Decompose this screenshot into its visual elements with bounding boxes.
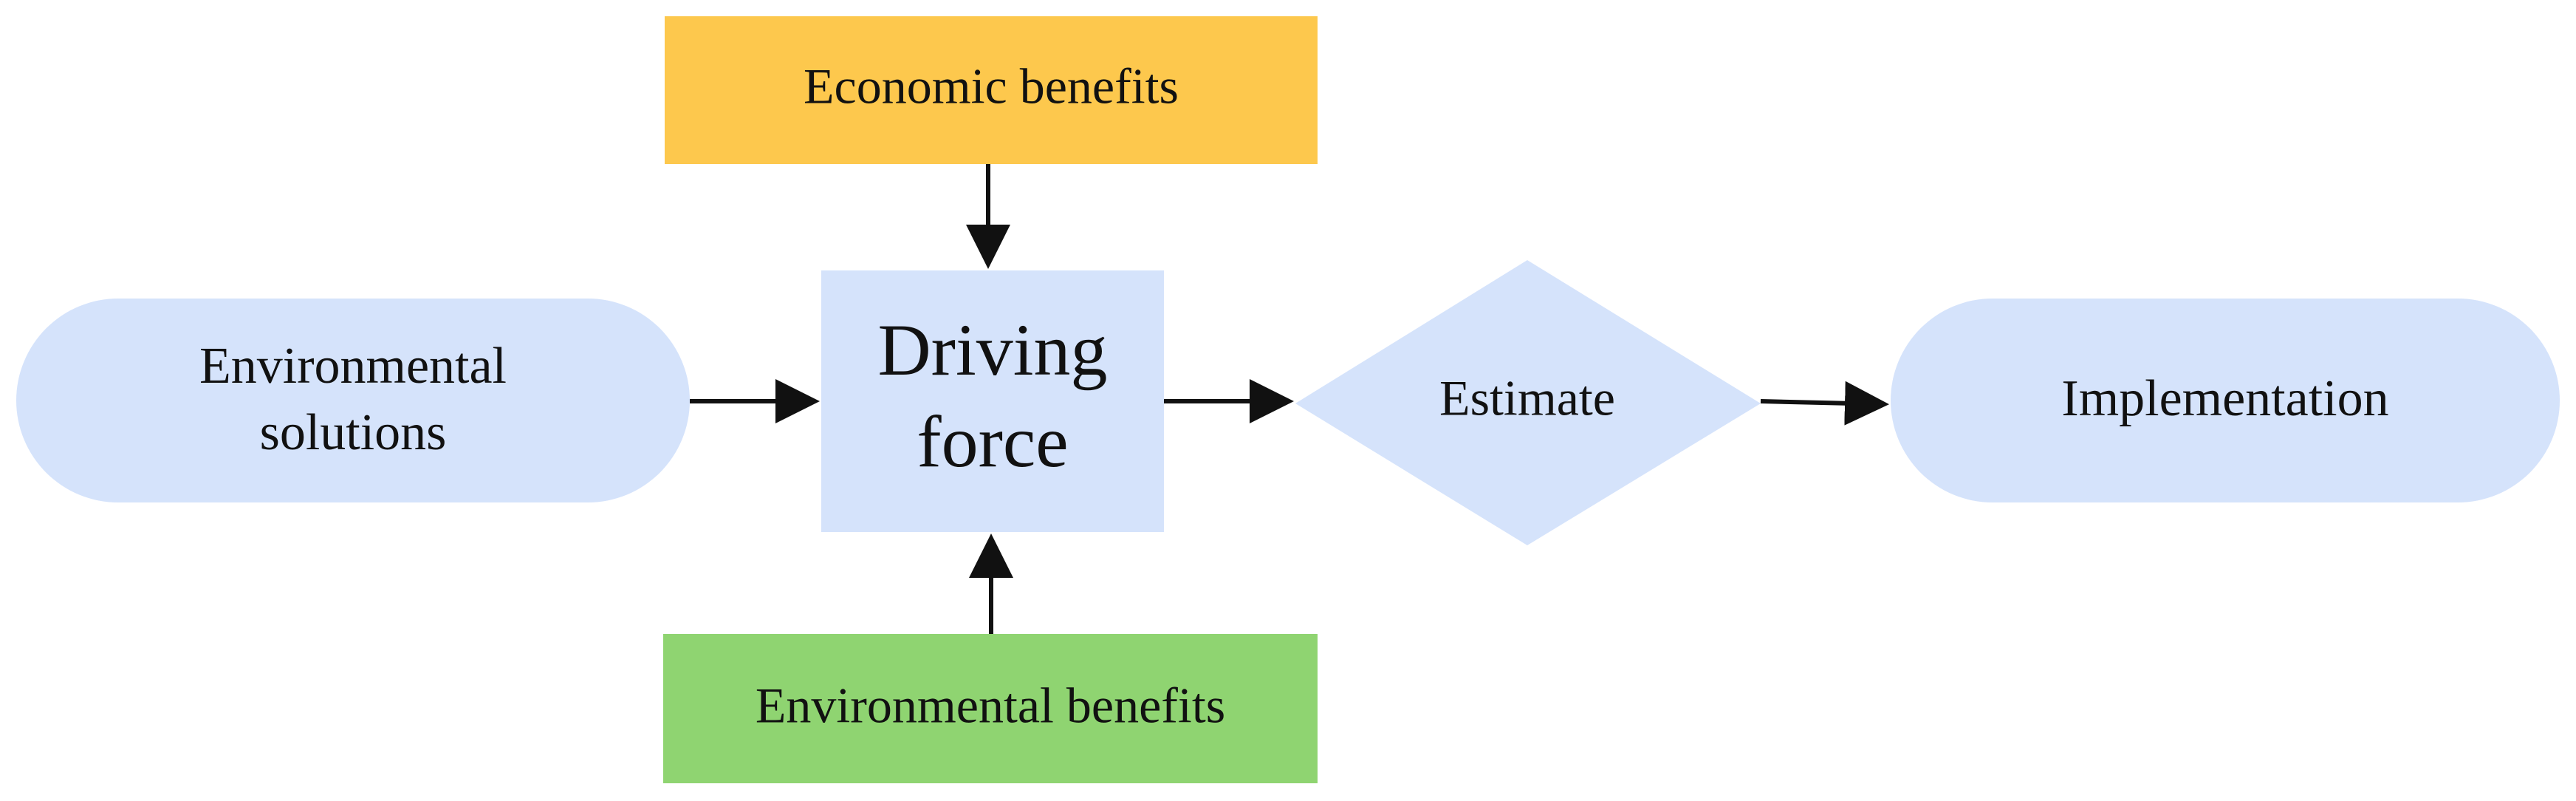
implementation-label: Implementation: [2061, 370, 2388, 427]
environmental-benefits-box: [663, 634, 1318, 783]
driving-force-node: Driving force: [821, 270, 1164, 532]
estimate-diamond: [1295, 260, 1761, 545]
estimate-node: Estimate: [1295, 260, 1761, 545]
driving-force-label-line1: Driving: [877, 309, 1107, 391]
environmental-solutions-shape: [16, 299, 690, 502]
economic-benefits-label: Economic benefits: [804, 58, 1179, 115]
environmental-solutions-label-line1: Environmental: [199, 338, 507, 395]
economic-benefits-node: Economic benefits: [665, 16, 1318, 164]
implementation-shape: [1891, 299, 2560, 502]
economic-benefits-box: [665, 16, 1318, 164]
driving-force-box: [821, 270, 1164, 532]
environmental-solutions-node: Environmental solutions: [16, 299, 690, 502]
arrow-estimate-to-implementation: [1760, 381, 1889, 426]
environmental-benefits-node: Environmental benefits: [663, 634, 1318, 783]
environmental-benefits-label: Environmental benefits: [756, 678, 1225, 734]
environmental-solutions-label-line2: solutions: [260, 404, 447, 461]
driving-force-label-line2: force: [917, 400, 1068, 483]
estimate-label: Estimate: [1439, 370, 1615, 426]
implementation-node: Implementation: [1891, 299, 2560, 502]
